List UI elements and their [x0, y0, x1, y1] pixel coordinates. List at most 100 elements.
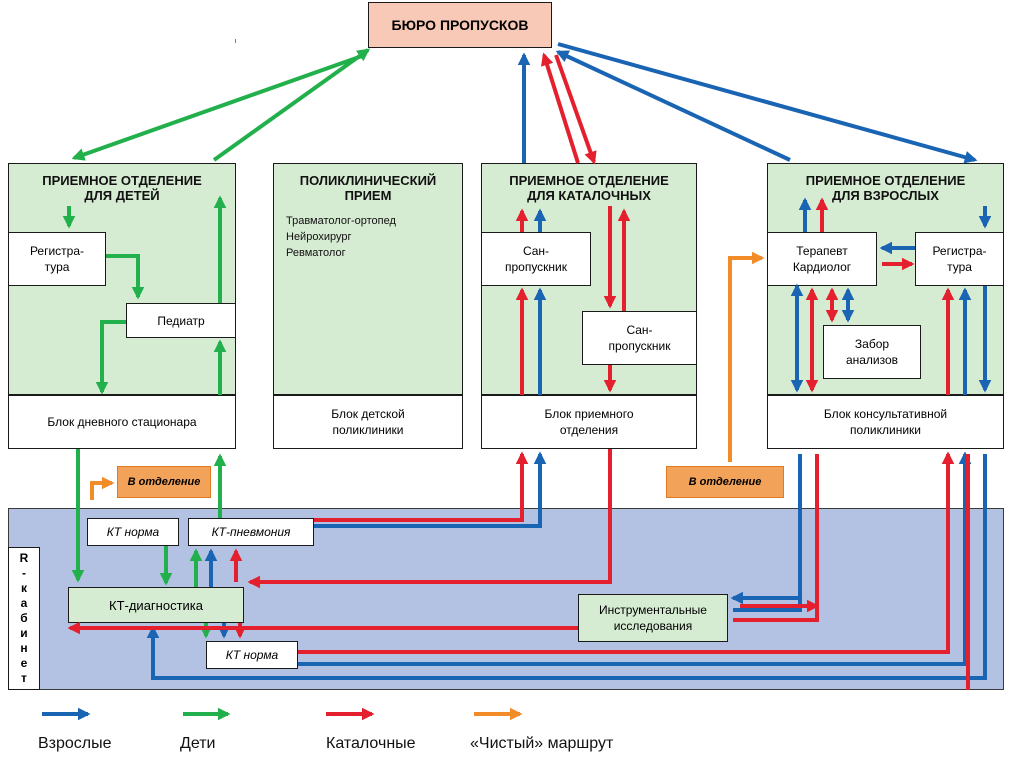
- children-polyclinic-line2: поликлиники: [332, 423, 404, 437]
- legend-gurney: Каталочные: [326, 735, 416, 752]
- polyclinic-reception: [273, 163, 463, 395]
- green-arrow: [71, 54, 363, 161]
- pediatrician-label: Педиатр: [157, 313, 205, 328]
- sanitary-2-line2: пропускник: [608, 339, 671, 353]
- to-ward-right-label: В отделение: [688, 476, 762, 488]
- polyclinic-title-line1: ПОЛИКЛИНИЧЕСКИЙ: [299, 173, 437, 188]
- instrumental-studies: Инструментальные исследования: [578, 594, 728, 642]
- sanitary-1-line1: Сан-: [522, 244, 550, 258]
- red-arrow: [554, 54, 597, 165]
- children-title-line2: ДЛЯ ДЕТЕЙ: [84, 188, 160, 203]
- children-registry-line1: Регистра-: [29, 244, 85, 258]
- children-title-line1: ПРИЕМНОЕ ОТДЕЛЕНИЕ: [42, 173, 202, 188]
- reception-block-line2: отделения: [559, 423, 619, 437]
- adults-registry: Регистра- тура: [915, 232, 1004, 286]
- lab-sampling: Забор анализов: [823, 325, 921, 379]
- polyclinic-title-line2: ПРИЕМ: [344, 188, 392, 203]
- r-cabinet-char: R: [19, 551, 29, 565]
- children-registry-line2: тура: [44, 260, 70, 274]
- specialist-neurosurgeon: Нейрохирург: [286, 231, 352, 243]
- ct-norm-bottom: КТ норма: [206, 641, 298, 669]
- therapist-line2: Кардиолог: [792, 260, 852, 274]
- r-cabinet-char: е: [20, 656, 28, 670]
- adults-registry-line2: тура: [947, 260, 972, 274]
- blue-arrow: [555, 50, 791, 162]
- reception-block-line1: Блок приемного: [544, 407, 634, 421]
- red-arrow: [314, 451, 529, 522]
- adults-registry-line1: Регистра-: [932, 244, 987, 258]
- ct-pneumonia-label: КТ-пневмония: [211, 525, 291, 539]
- children-polyclinic-block: Блок детской поликлиники: [273, 395, 463, 449]
- ct-diagnostics-label: КТ-диагностика: [109, 597, 203, 613]
- green-arrow: [95, 320, 126, 395]
- adults-title-line1: ПРИЕМНОЕ ОТДЕЛЕНИЕ: [805, 173, 966, 188]
- pass-bureau: БЮРО ПРОПУСКОВ: [368, 2, 552, 48]
- r-cabinet-char: н: [20, 641, 28, 655]
- blue-arrow: [314, 451, 547, 528]
- blue-arrow: [557, 42, 978, 164]
- adults-title: ПРИЕМНОЕ ОТДЕЛЕНИЕ ДЛЯ ВЗРОСЛЫХ: [767, 173, 1004, 203]
- gurney-title-line2: ДЛЯ КАТАЛОЧНЫХ: [527, 188, 651, 203]
- gurney-title-line1: ПРИЕМНОЕ ОТДЕЛЕНИЕ: [509, 173, 669, 188]
- children-registry: Регистра- тура: [8, 232, 106, 286]
- children-department-title: ПРИЕМНОЕ ОТДЕЛЕНИЕ ДЛЯ ДЕТЕЙ: [8, 173, 236, 203]
- to-ward-right: В отделение: [666, 466, 784, 498]
- sanitary-checkpoint-2: Сан- пропускник: [582, 311, 697, 365]
- ct-norm-top: КТ норма: [87, 518, 179, 546]
- orange-arrow: [90, 476, 115, 500]
- ct-diagnostics: КТ-диагностика: [68, 587, 244, 623]
- adults-title-line2: ДЛЯ ВЗРОСЛЫХ: [832, 188, 939, 203]
- children-polyclinic-line1: Блок детской: [331, 407, 405, 421]
- blue-arrow: [146, 454, 987, 680]
- to-ward-left-label: В отделение: [127, 476, 201, 488]
- r-cabinet-char: и: [20, 626, 28, 640]
- sanitary-1-line2: пропускник: [504, 260, 568, 274]
- blue-arrow: [733, 454, 802, 612]
- sanitary-checkpoint-1: Сан- пропускник: [481, 232, 591, 286]
- day-hospital-label: Блок дневного стационара: [47, 415, 197, 429]
- r-cabinet-char: а: [20, 596, 28, 610]
- red-arrow: [733, 454, 819, 622]
- ct-norm-top-label: КТ норма: [106, 525, 160, 539]
- lab-line2: анализов: [845, 353, 899, 367]
- red-arrow: [298, 451, 955, 654]
- sanitary-2-line1: Сан-: [626, 323, 653, 337]
- specialist-orthopedist: Травматолог-ортопед: [286, 215, 396, 227]
- consultative-polyclinic-block: Блок консультативной поликлиники: [767, 395, 1004, 449]
- legend-adults: Взрослые: [38, 735, 112, 752]
- legend-clean-route: «Чистый» маршрут: [470, 735, 614, 752]
- day-hospital-block: Блок дневного стационара: [8, 395, 236, 449]
- blue-arrow: [730, 454, 802, 605]
- r-cabinet: R - к а б и н е т: [8, 547, 40, 690]
- r-cabinet-char: -: [22, 566, 26, 580]
- red-arrow: [247, 449, 612, 589]
- reception-block: Блок приемного отделения: [481, 395, 697, 449]
- r-cabinet-char: т: [21, 671, 27, 685]
- polyclinic-title: ПОЛИКЛИНИЧЕСКИЙ ПРИЕМ: [273, 173, 463, 203]
- to-ward-left: В отделение: [117, 466, 211, 498]
- blue-arrow: [298, 451, 972, 666]
- green-arrow: [106, 254, 145, 300]
- polyclinic-specialists: Травматолог-ортопед Нейрохирург Ревматол…: [286, 213, 396, 261]
- specialist-rheumatologist: Ревматолог: [286, 247, 346, 259]
- ct-norm-bottom-label: КТ норма: [225, 648, 279, 662]
- instrumental-line2: исследования: [613, 619, 693, 633]
- green-arrow: [212, 48, 371, 162]
- pass-bureau-label: БЮРО ПРОПУСКОВ: [391, 17, 529, 33]
- r-cabinet-char: б: [20, 611, 28, 625]
- red-arrow: [540, 52, 580, 164]
- therapist-line1: Терапевт: [796, 244, 848, 258]
- legend-children: Дети: [180, 735, 216, 752]
- ct-pneumonia: КТ-пневмония: [188, 518, 314, 546]
- consultative-line2: поликлиники: [850, 423, 921, 437]
- therapist-cardiologist: Терапевт Кардиолог: [767, 232, 877, 286]
- instrumental-line1: Инструментальные: [599, 603, 707, 617]
- consultative-line1: Блок консультативной: [823, 407, 948, 421]
- orange-arrow: [728, 251, 765, 462]
- r-cabinet-char: к: [20, 581, 27, 595]
- gurney-title: ПРИЕМНОЕ ОТДЕЛЕНИЕ ДЛЯ КАТАЛОЧНЫХ: [481, 173, 697, 203]
- pediatrician-box: Педиатр: [126, 303, 236, 338]
- lab-line1: Забор: [854, 337, 890, 351]
